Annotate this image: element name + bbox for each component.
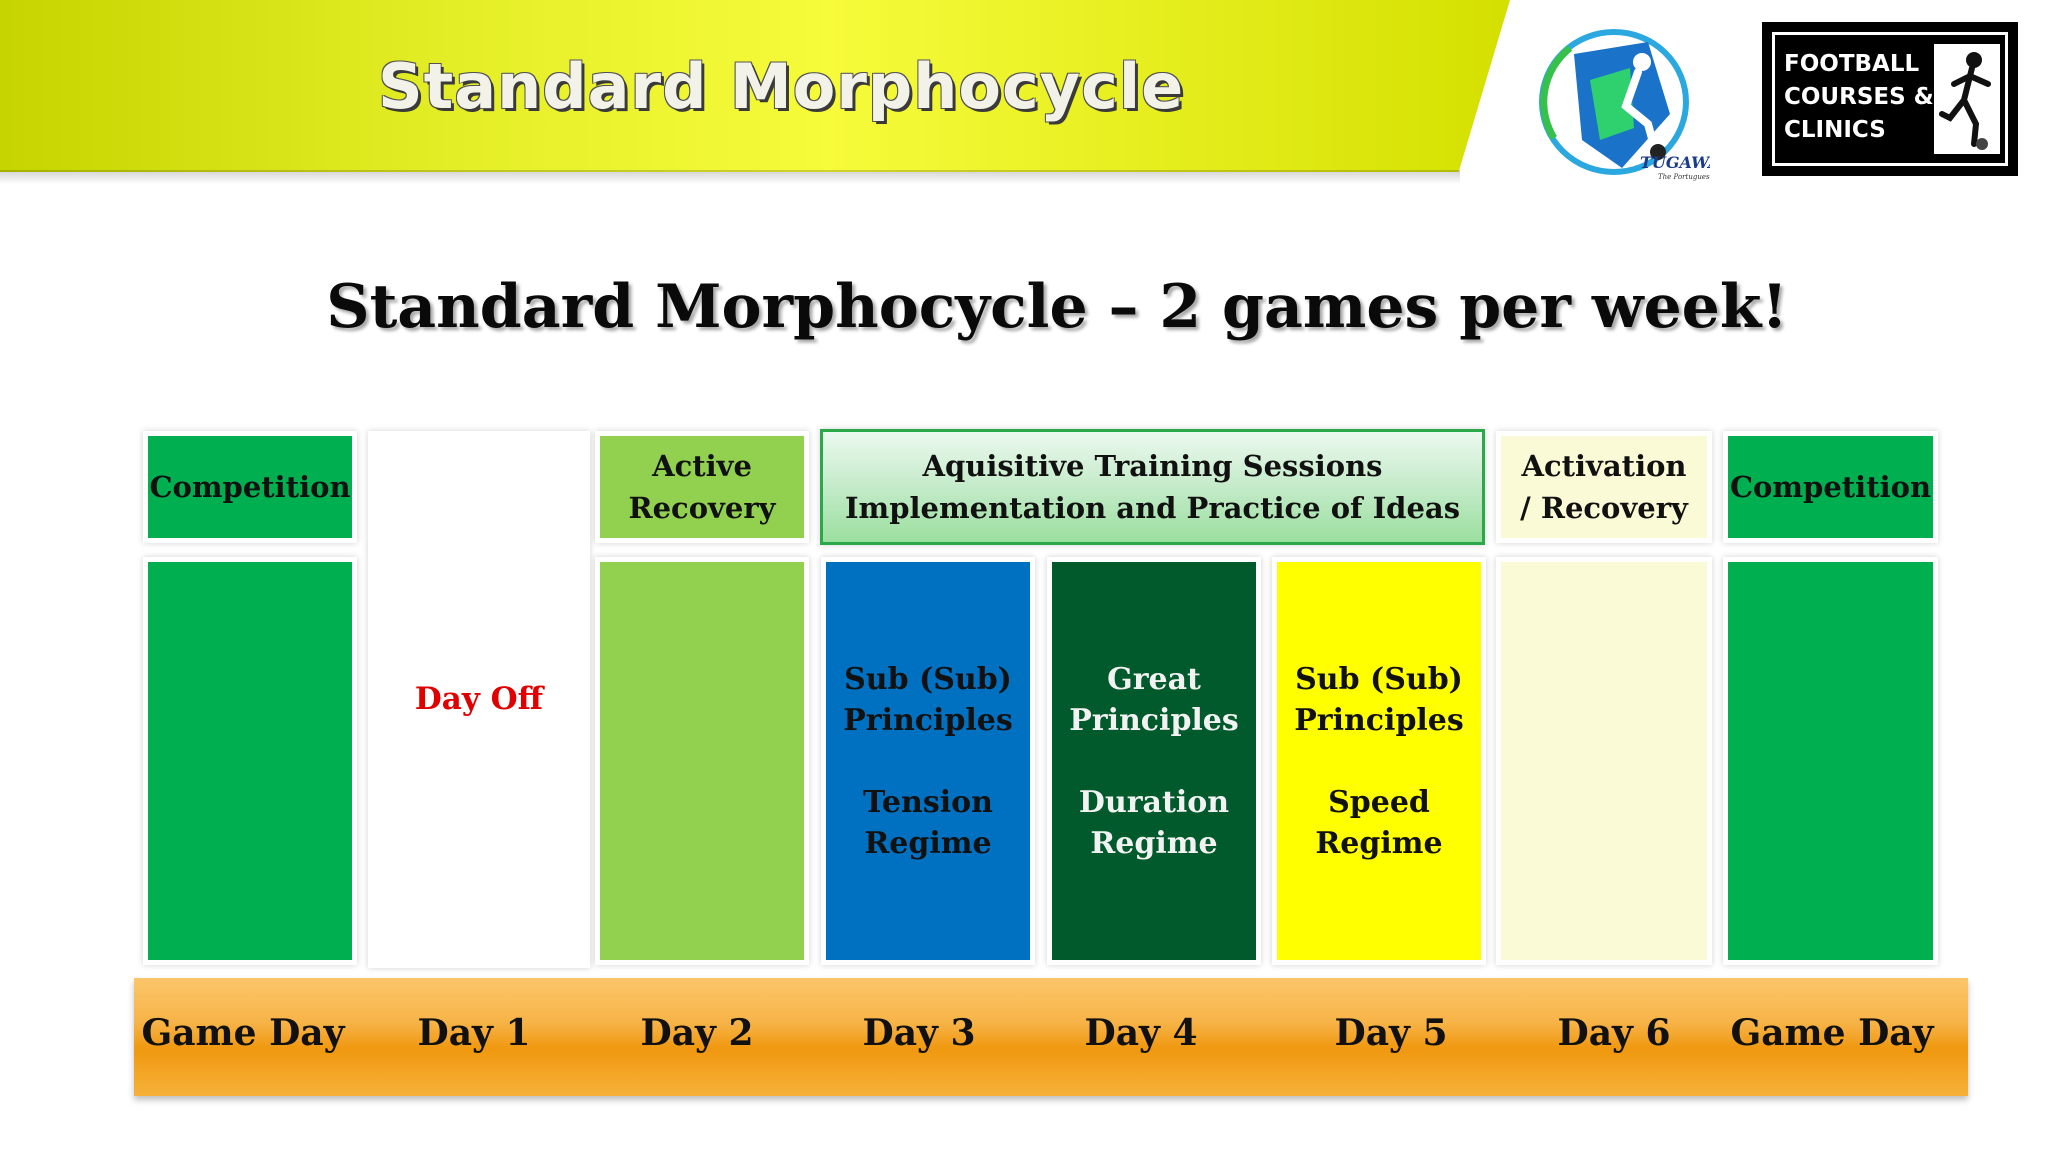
block-line-3: Speed [1328, 784, 1430, 820]
header-banner [0, 0, 1510, 172]
header-label-line-1: Aquisitive Training Sessions [922, 449, 1383, 483]
header-label-line-1: Active [652, 449, 752, 483]
football-courses-clinics-logo: FOOTBALL COURSES & CLINICS [1762, 22, 2018, 176]
block-line-4: Regime [864, 825, 992, 861]
block-duration-regime: Great Principles Duration Regime [1047, 557, 1261, 965]
logo-line-1: FOOTBALL [1784, 51, 1920, 77]
block-active-recovery [595, 557, 809, 965]
day-label-day-6: Day 6 [1557, 1012, 1671, 1054]
logo-text: FOOTBALL COURSES & CLINICS [1784, 48, 1934, 147]
logo-line-2: COURSES & [1784, 84, 1934, 110]
header-activation-recovery: Activation / Recovery [1496, 431, 1712, 543]
header-label-line-2: / Recovery [1520, 491, 1688, 525]
block-line-3: Duration [1078, 784, 1230, 820]
block-day-off: Day Off [368, 431, 590, 968]
header-competition-start: Competition [143, 431, 357, 543]
logo-frame [1772, 32, 2008, 166]
header-label-line-2: Recovery [628, 491, 776, 525]
svg-text:TUGAWAY: TUGAWAY [1640, 153, 1710, 172]
tugaway-logo: TUGAWAY The Portuguese Way [1539, 29, 1710, 181]
block-game-day-start [143, 557, 357, 965]
banner-title: Standard Morphocycle [378, 50, 1185, 123]
header-competition-end: Competition [1723, 431, 1938, 543]
block-line-2: Principles [843, 702, 1013, 738]
block-line-4: Regime [1090, 825, 1218, 861]
block-line-1: Great [1107, 661, 1201, 697]
header-label-line-1: Activation [1521, 449, 1687, 483]
main-title: Standard Morphocycle – 2 games per week! [326, 272, 1788, 342]
header-active-recovery: Active Recovery [595, 431, 809, 543]
block-line-2: Principles [1294, 702, 1464, 738]
block-line-2: Principles [1069, 702, 1239, 738]
day-label-game-day-start: Game Day [141, 1012, 345, 1054]
day-label-game-day-end: Game Day [1730, 1012, 1934, 1054]
header-banner-shadow [0, 170, 1460, 184]
block-speed-regime: Sub (Sub) Principles Speed Regime [1272, 557, 1486, 965]
day-label-day-4: Day 4 [1084, 1012, 1198, 1054]
block-line-1: Sub (Sub) [1295, 661, 1463, 697]
block-tension-regime: Sub (Sub) Principles Tension Regime [821, 557, 1035, 965]
header-label: Competition [149, 470, 351, 504]
day-label-day-5: Day 5 [1334, 1012, 1448, 1054]
player-kick-icon [1934, 44, 2000, 154]
day-label-day-1: Day 1 [417, 1012, 531, 1054]
block-line-3: Tension [863, 784, 993, 820]
day-label-day-3: Day 3 [862, 1012, 976, 1054]
block-game-day-end [1723, 557, 1938, 965]
svg-text:The Portuguese Way: The Portuguese Way [1658, 173, 1710, 181]
block-line-4: Regime [1315, 825, 1443, 861]
block-line-1: Sub (Sub) [844, 661, 1012, 697]
block-activation [1496, 557, 1712, 965]
header-aquisitive-training: Aquisitive Training Sessions Implementat… [820, 429, 1485, 545]
day-off-label: Day Off [414, 681, 544, 717]
day-bar [134, 978, 1968, 1096]
header-label: Competition [1729, 470, 1932, 504]
logo-line-3: CLINICS [1784, 117, 1886, 143]
day-label-day-2: Day 2 [640, 1012, 754, 1054]
header-label-line-2: Implementation and Practice of Ideas [844, 491, 1461, 525]
